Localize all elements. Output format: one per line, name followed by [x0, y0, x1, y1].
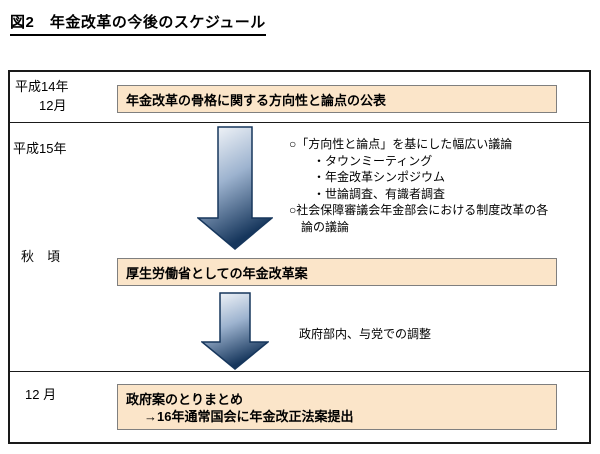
- figure-title: 図2 年金改革の今後のスケジュール: [10, 11, 266, 36]
- timeline-autumn-label: 秋 頃: [21, 249, 61, 264]
- timeline-month-december-h14: 12月: [39, 98, 67, 113]
- milestone-box-government-plan: 政府案のとりまとめ →16年通常国会に年金改正法案提出: [117, 384, 557, 430]
- discussion-item: ○「方向性と論点」を基にした幅広い議論: [289, 137, 513, 151]
- milestone-box-publication: 年金改革の骨格に関する方向性と論点の公表: [117, 85, 557, 113]
- milestone-box-mhlw-proposal: 厚生労働省としての年金改革案: [117, 258, 557, 286]
- down-arrow-icon: [195, 126, 275, 250]
- timeline-month-december-h15: 12 月: [25, 387, 57, 402]
- discussion-bullet: ・タウンミーティング: [313, 153, 433, 168]
- down-arrow-icon: [199, 292, 271, 370]
- discussion-bullet: ・年金改革シンポジウム: [313, 170, 446, 184]
- discussion-list: ○「方向性と論点」を基にした幅広い議論 ・タウンミーティング ・年金改革シンポジ…: [289, 136, 559, 235]
- box-line: 政府案のとりまとめ: [126, 392, 244, 407]
- row-divider: [10, 122, 589, 123]
- discussion-item: ○社会保障審議会年金部会における制度改革の各論の議論: [289, 203, 549, 234]
- timeline-year-heisei15: 平成15年: [13, 141, 67, 156]
- adjustment-note: 政府部内、与党での調整: [299, 327, 432, 341]
- timeline-year-heisei14: 平成14年: [15, 79, 69, 94]
- discussion-bullet: ・世論調査、有識者調査: [313, 186, 446, 201]
- box-line: →16年通常国会に年金改正法案提出: [144, 409, 354, 424]
- row-divider: [10, 371, 589, 372]
- schedule-frame: 平成14年 12月 年金改革の骨格に関する方向性と論点の公表 平成15年 ○「方…: [8, 70, 591, 444]
